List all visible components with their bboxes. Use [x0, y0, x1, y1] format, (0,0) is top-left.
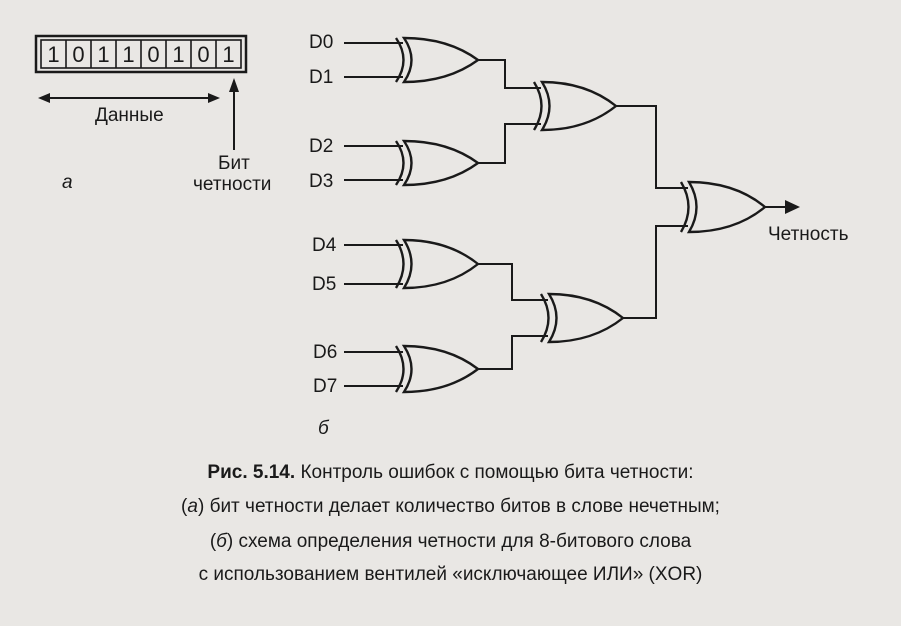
xor-gate: [394, 36, 481, 84]
input-label-d4: D4: [312, 235, 337, 256]
part-a-letter: а: [62, 172, 73, 193]
bit-cell: 1: [172, 42, 184, 67]
xor-gate: [394, 139, 481, 187]
bit-register: [34, 34, 248, 74]
parity-bit-label-line2: четности: [193, 174, 272, 195]
xor-gate: [539, 292, 625, 344]
data-label: Данные: [95, 105, 164, 126]
parity-bit-arrow: [229, 78, 239, 150]
xor-gates: [394, 36, 767, 394]
bit-cell: 1: [97, 42, 109, 67]
caption-text-b: схема определения четности для 8-битовог…: [238, 531, 692, 552]
bit-cell: 1: [47, 42, 59, 67]
bit-values: 1 0 1 1 0 1 0 1: [47, 42, 234, 67]
input-label-d6: D6: [313, 342, 338, 363]
input-label-d1: D1: [309, 67, 334, 88]
xor-gate: [679, 180, 767, 234]
caption-letter-a: а: [187, 496, 198, 517]
input-label-d3: D3: [309, 171, 334, 192]
bit-cell: 0: [72, 42, 84, 67]
xor-tree-wires: [344, 42, 786, 387]
output-arrow-head: [785, 200, 800, 214]
caption-line-3: (б) схема определения четности для 8-бит…: [209, 531, 692, 552]
input-label-d2: D2: [309, 136, 334, 157]
xor-gate: [532, 80, 618, 132]
figure-number: Рис. 5.14.: [207, 462, 296, 483]
caption-text-a: бит четности делает количество битов в с…: [209, 496, 720, 517]
caption-letter-b: б: [216, 531, 227, 552]
bit-cell: 0: [197, 42, 209, 67]
caption-title: Контроль ошибок с помощью бита четности:: [300, 462, 694, 483]
xor-gate: [394, 238, 480, 290]
bit-cell: 1: [122, 42, 134, 67]
caption-line-1: Рис. 5.14. Контроль ошибок с помощью бит…: [0, 461, 901, 485]
caption-line-4: с использованием вентилей «исключающее И…: [198, 564, 703, 585]
bit-cell: 1: [222, 42, 234, 67]
parity-bit-label-line1: Бит: [218, 153, 250, 174]
input-label-d0: D0: [309, 32, 334, 53]
part-b-letter: б: [318, 418, 329, 439]
bit-cell: 0: [147, 42, 159, 67]
input-label-d5: D5: [312, 274, 337, 295]
input-label-d7: D7: [313, 376, 338, 397]
caption-line-2: (а) бит четности делает количество битов…: [181, 496, 720, 517]
output-label: Четность: [768, 224, 849, 245]
xor-gate: [394, 344, 480, 394]
data-range-arrow: [38, 93, 220, 103]
